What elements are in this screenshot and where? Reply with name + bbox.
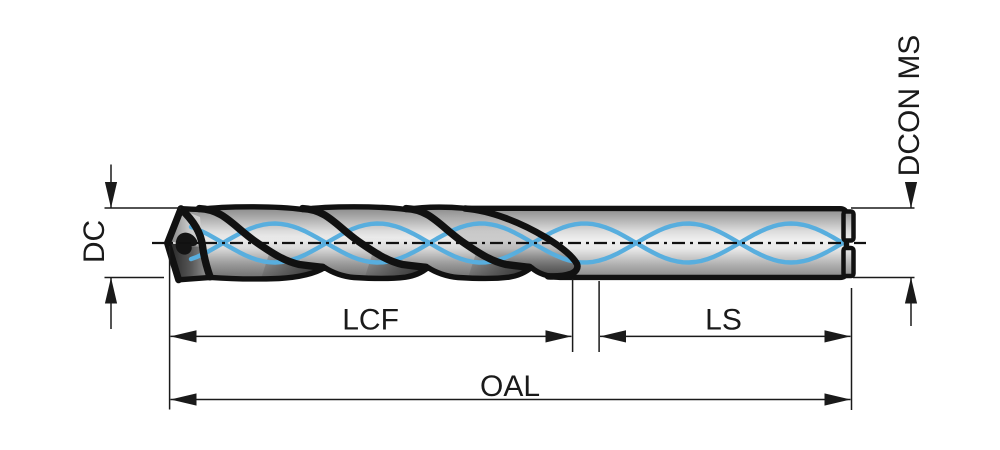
- svg-text:DCON MS: DCON MS: [893, 35, 926, 177]
- svg-text:DC: DC: [78, 220, 111, 263]
- svg-text:OAL: OAL: [480, 370, 540, 403]
- svg-text:LS: LS: [705, 304, 742, 337]
- svg-text:LCF: LCF: [342, 304, 399, 337]
